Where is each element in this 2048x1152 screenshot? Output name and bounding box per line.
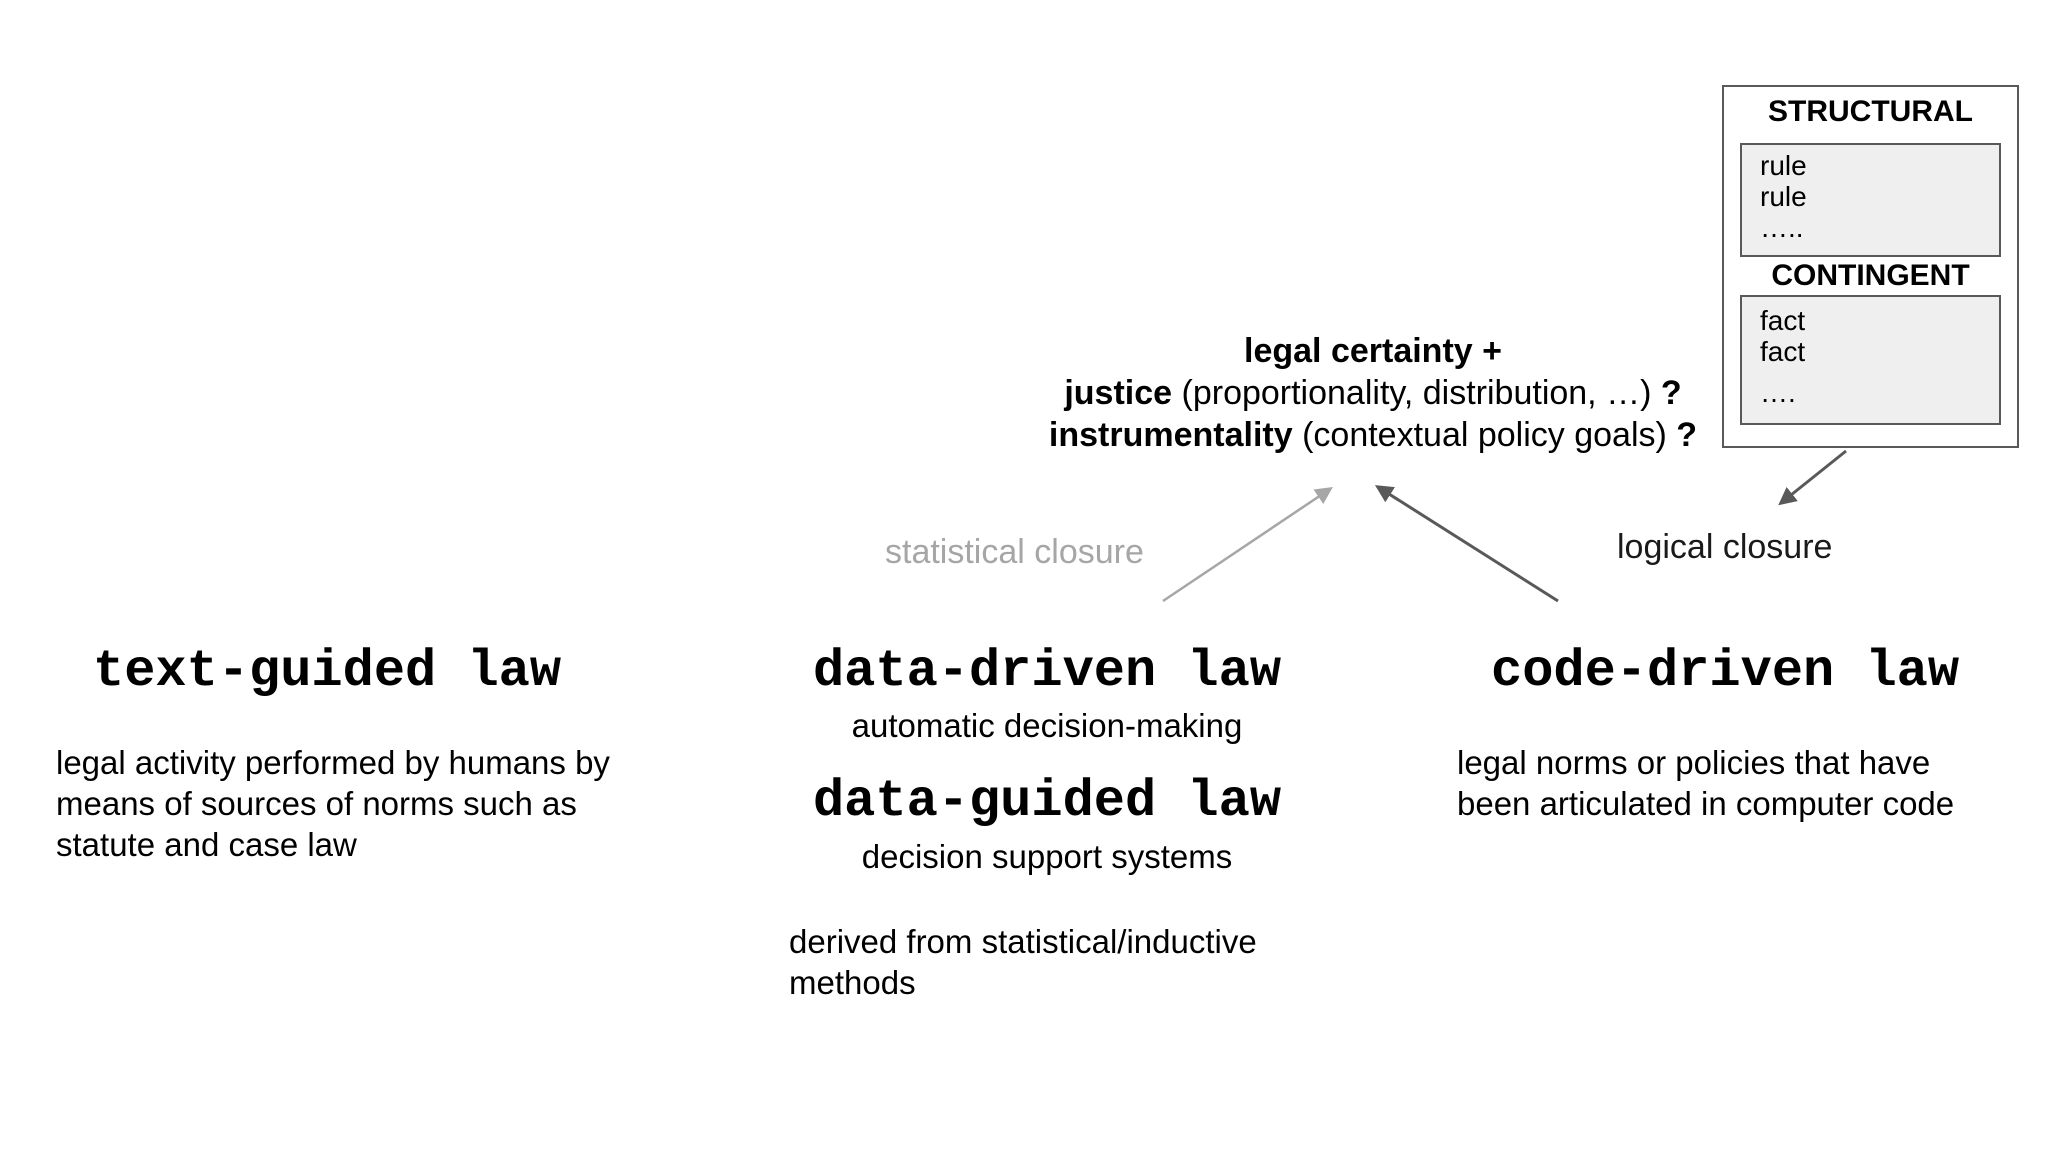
data-guided-law-subtitle: decision support systems — [861, 838, 1233, 876]
fact-item: fact — [1760, 336, 1806, 367]
goals-line-2-rest: (proportionality, distribution, …) — [1172, 374, 1661, 412]
description-line: legal norms or policies that have — [1457, 744, 1931, 781]
rule-item: ….. — [1760, 212, 1804, 243]
data-driven-law-title: data-driven law — [812, 642, 1282, 701]
structural-rules-box: rule rule ….. — [1740, 143, 2001, 257]
fact-item: …. — [1760, 377, 1796, 408]
goals-line-1: legal certainty + — [1023, 330, 1723, 372]
note-line: derived from statistical/inductive — [789, 923, 1257, 960]
contingent-label: CONTINGENT — [1771, 259, 1970, 292]
text-guided-law-description: legal activity performed by humans by me… — [56, 742, 610, 865]
box-to-logical-closure-arrow — [1778, 449, 1847, 506]
rule-item: rule — [1760, 181, 1807, 212]
goals-line-3-question: ? — [1676, 416, 1698, 454]
statistical-closure-arrow — [1162, 487, 1333, 603]
data-driven-law-subtitle: automatic decision-making — [851, 706, 1243, 744]
description-line: been articulated in computer code — [1457, 785, 1955, 822]
knowledge-base-box: STRUCTURAL rule rule ….. CONTINGENT fact… — [1722, 85, 2019, 448]
description-line: statute and case law — [56, 826, 357, 863]
derived-methods-note: derived from statistical/inductive metho… — [789, 921, 1257, 1003]
description-line: legal activity performed by humans by — [56, 744, 610, 781]
structural-label: STRUCTURAL — [1768, 95, 1973, 128]
goals-line-3-bold: instrumentality — [1048, 416, 1293, 454]
data-law-column: data-driven law automatic decision-makin… — [780, 642, 1314, 877]
goals-text-block: legal certainty + justice (proportionali… — [1023, 330, 1723, 456]
goals-line-2-question: ? — [1660, 374, 1682, 412]
goals-line-3-rest: (contextual policy goals) — [1292, 416, 1677, 454]
fact-item: fact — [1760, 305, 1806, 336]
logical-closure-label: logical closure — [1617, 528, 1833, 566]
code-driven-law-title: code-driven law — [1491, 642, 1960, 701]
data-guided-law-title: data-guided law — [812, 771, 1282, 831]
contingent-facts-box: fact fact …. — [1740, 295, 2001, 425]
description-line: means of sources of norms such as — [56, 785, 577, 822]
goals-line-1-text: legal certainty + — [1244, 332, 1502, 370]
goals-line-2: justice (proportionality, distribution, … — [1023, 372, 1723, 414]
goals-line-3: instrumentality (contextual policy goals… — [1023, 414, 1723, 456]
logical-closure-arrow — [1374, 485, 1559, 603]
statistical-closure-label: statistical closure — [885, 533, 1144, 571]
goals-line-2-bold: justice — [1064, 374, 1173, 412]
rule-item: rule — [1760, 150, 1807, 181]
note-line: methods — [789, 964, 916, 1001]
text-guided-law-title: text-guided law — [93, 642, 562, 701]
code-driven-law-description: legal norms or policies that have been a… — [1457, 742, 1954, 824]
